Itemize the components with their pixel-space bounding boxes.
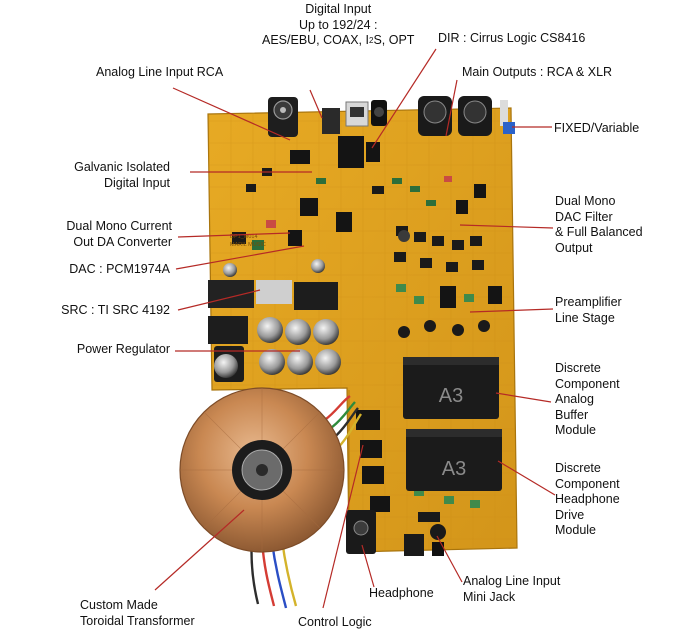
- galvanic-line-1: Galvanic Isolated: [74, 160, 170, 174]
- galvanic-line-2: Digital Input: [103, 175, 170, 190]
- label-dac: DAC : PCM1974A: [69, 262, 170, 276]
- module-a3-label-1: A3: [439, 385, 463, 407]
- digital-input-line-1: Digital Input: [305, 2, 372, 16]
- ic-chips: [288, 136, 502, 512]
- label-dual-mono-current: Dual Mono Current Out DA Converter: [46, 219, 172, 250]
- input-connectors: [268, 97, 387, 137]
- label-dir: DIR : Cirrus Logic CS8416: [438, 31, 586, 45]
- dual-mono-current-line-1: Dual Mono Current: [66, 219, 172, 233]
- dac-filter-line-4: Output: [555, 240, 593, 255]
- label-control-logic: Control Logic: [298, 615, 372, 629]
- label-analog-buffer-module: Discrete Component Analog Buffer Module: [555, 361, 620, 439]
- label-fixed-variable: FIXED/Variable: [554, 121, 640, 135]
- filter-capacitors: [214, 230, 446, 540]
- hp-drive-line-5: Module: [555, 523, 596, 537]
- label-headphone-drive-module: Discrete Component Headphone Drive Modul…: [555, 461, 620, 539]
- transformer-line-2: Toroidal Transformer: [80, 613, 195, 628]
- buffer-line-5: Module: [555, 423, 596, 437]
- dac-filter-line-1: Dual Mono: [555, 194, 616, 208]
- label-main-outputs: Main Outputs : RCA & XLR: [462, 65, 613, 79]
- label-digital-input: Digital Input Up to 192/24 : AES/EBU, CO…: [262, 2, 414, 49]
- label-custom-transformer: Custom Made Toroidal Transformer: [80, 598, 195, 629]
- mini-jack: [404, 534, 444, 556]
- hp-drive-line-2: Component: [555, 476, 620, 491]
- preamp-line-1: Preamplifier: [555, 295, 622, 309]
- hp-drive-line-3: Headphone: [555, 492, 620, 506]
- silkscreen-text-2: MARIL MUSIC: [230, 242, 266, 248]
- module-a3-label-2: A3: [442, 458, 466, 480]
- label-galvanic-isolated: Galvanic Isolated Digital Input: [62, 160, 170, 191]
- label-analog-mini-jack: Analog Line Input Mini Jack: [463, 574, 560, 605]
- label-power-regulator: Power Regulator: [76, 342, 170, 356]
- buffer-line-4: Buffer: [555, 407, 589, 422]
- buffer-line-2: Component: [555, 376, 620, 391]
- dual-mono-current-line-2: Out DA Converter: [73, 234, 172, 249]
- buffer-line-3: Analog: [555, 392, 594, 406]
- xlr-rca-outputs: [418, 96, 515, 136]
- digital-input-line-2: Up to 192/24 :: [298, 17, 378, 32]
- dac-filter-line-3: & Full Balanced: [555, 225, 643, 239]
- label-src: SRC : TI SRC 4192: [61, 303, 170, 317]
- hp-drive-line-1: Discrete: [555, 461, 601, 475]
- digital-input-line-3: AES/EBU, COAX, I2S, OPT: [262, 33, 415, 47]
- silkscreen-text-1: DP1_M014: [230, 234, 258, 240]
- toroidal-transformer: [179, 387, 345, 553]
- callout-lines: [154, 48, 556, 609]
- label-headphone: Headphone: [369, 586, 434, 600]
- label-dual-mono-dac-filter: Dual Mono DAC Filter & Full Balanced Out…: [555, 194, 643, 256]
- headphone-drive-module: A3: [406, 429, 502, 491]
- label-analog-line-input-rca: Analog Line Input RCA: [96, 65, 224, 79]
- mini-jack-line-1: Analog Line Input: [463, 574, 561, 588]
- transformer-line-1: Custom Made: [80, 598, 158, 612]
- mini-jack-line-2: Mini Jack: [463, 589, 516, 604]
- preamp-line-2: Line Stage: [555, 310, 615, 325]
- hp-drive-line-4: Drive: [555, 507, 585, 522]
- analog-buffer-module: A3: [403, 357, 499, 419]
- power-regulator-heatsinks: [208, 280, 338, 382]
- buffer-line-1: Discrete: [555, 361, 601, 375]
- headphone-jack: [346, 510, 376, 554]
- label-preamplifier: Preamplifier Line Stage: [555, 295, 622, 326]
- dac-filter-line-2: DAC Filter: [555, 209, 613, 224]
